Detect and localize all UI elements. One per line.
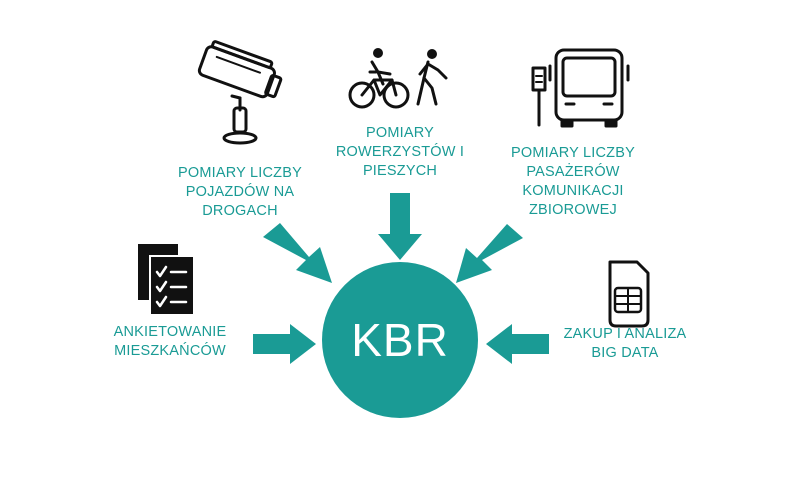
survey-checklist-icon <box>138 244 195 316</box>
label-transit-passenger-counts: POMIARY LICZBY PASAŻERÓW KOMUNIKACJI ZBI… <box>511 145 635 218</box>
arrow-left <box>253 324 316 364</box>
label-vehicle-counts: POMIARY LICZBY POJAZDÓW NA DROGACH <box>178 165 302 219</box>
label-resident-survey: ANKIETOWANIE MIESZKAŃCÓW <box>113 324 227 359</box>
cyclist-pedestrian-icon <box>348 48 448 109</box>
bus-stop-icon <box>531 48 630 128</box>
label-big-data: ZAKUP I ANALIZA BIG DATA <box>563 326 687 361</box>
kbr-label: KBR <box>351 314 449 366</box>
arrow-top-right <box>456 224 523 283</box>
arrow-right <box>486 324 549 364</box>
label-cyclist-pedestrian-counts: POMIARY ROWERZYSTÓW I PIESZYCH <box>335 125 465 179</box>
arrow-top-left <box>263 223 332 283</box>
kbr-circle <box>322 262 478 418</box>
traffic-camera-icon <box>197 40 283 145</box>
sim-card-icon <box>608 260 650 328</box>
arrow-top <box>378 193 422 260</box>
